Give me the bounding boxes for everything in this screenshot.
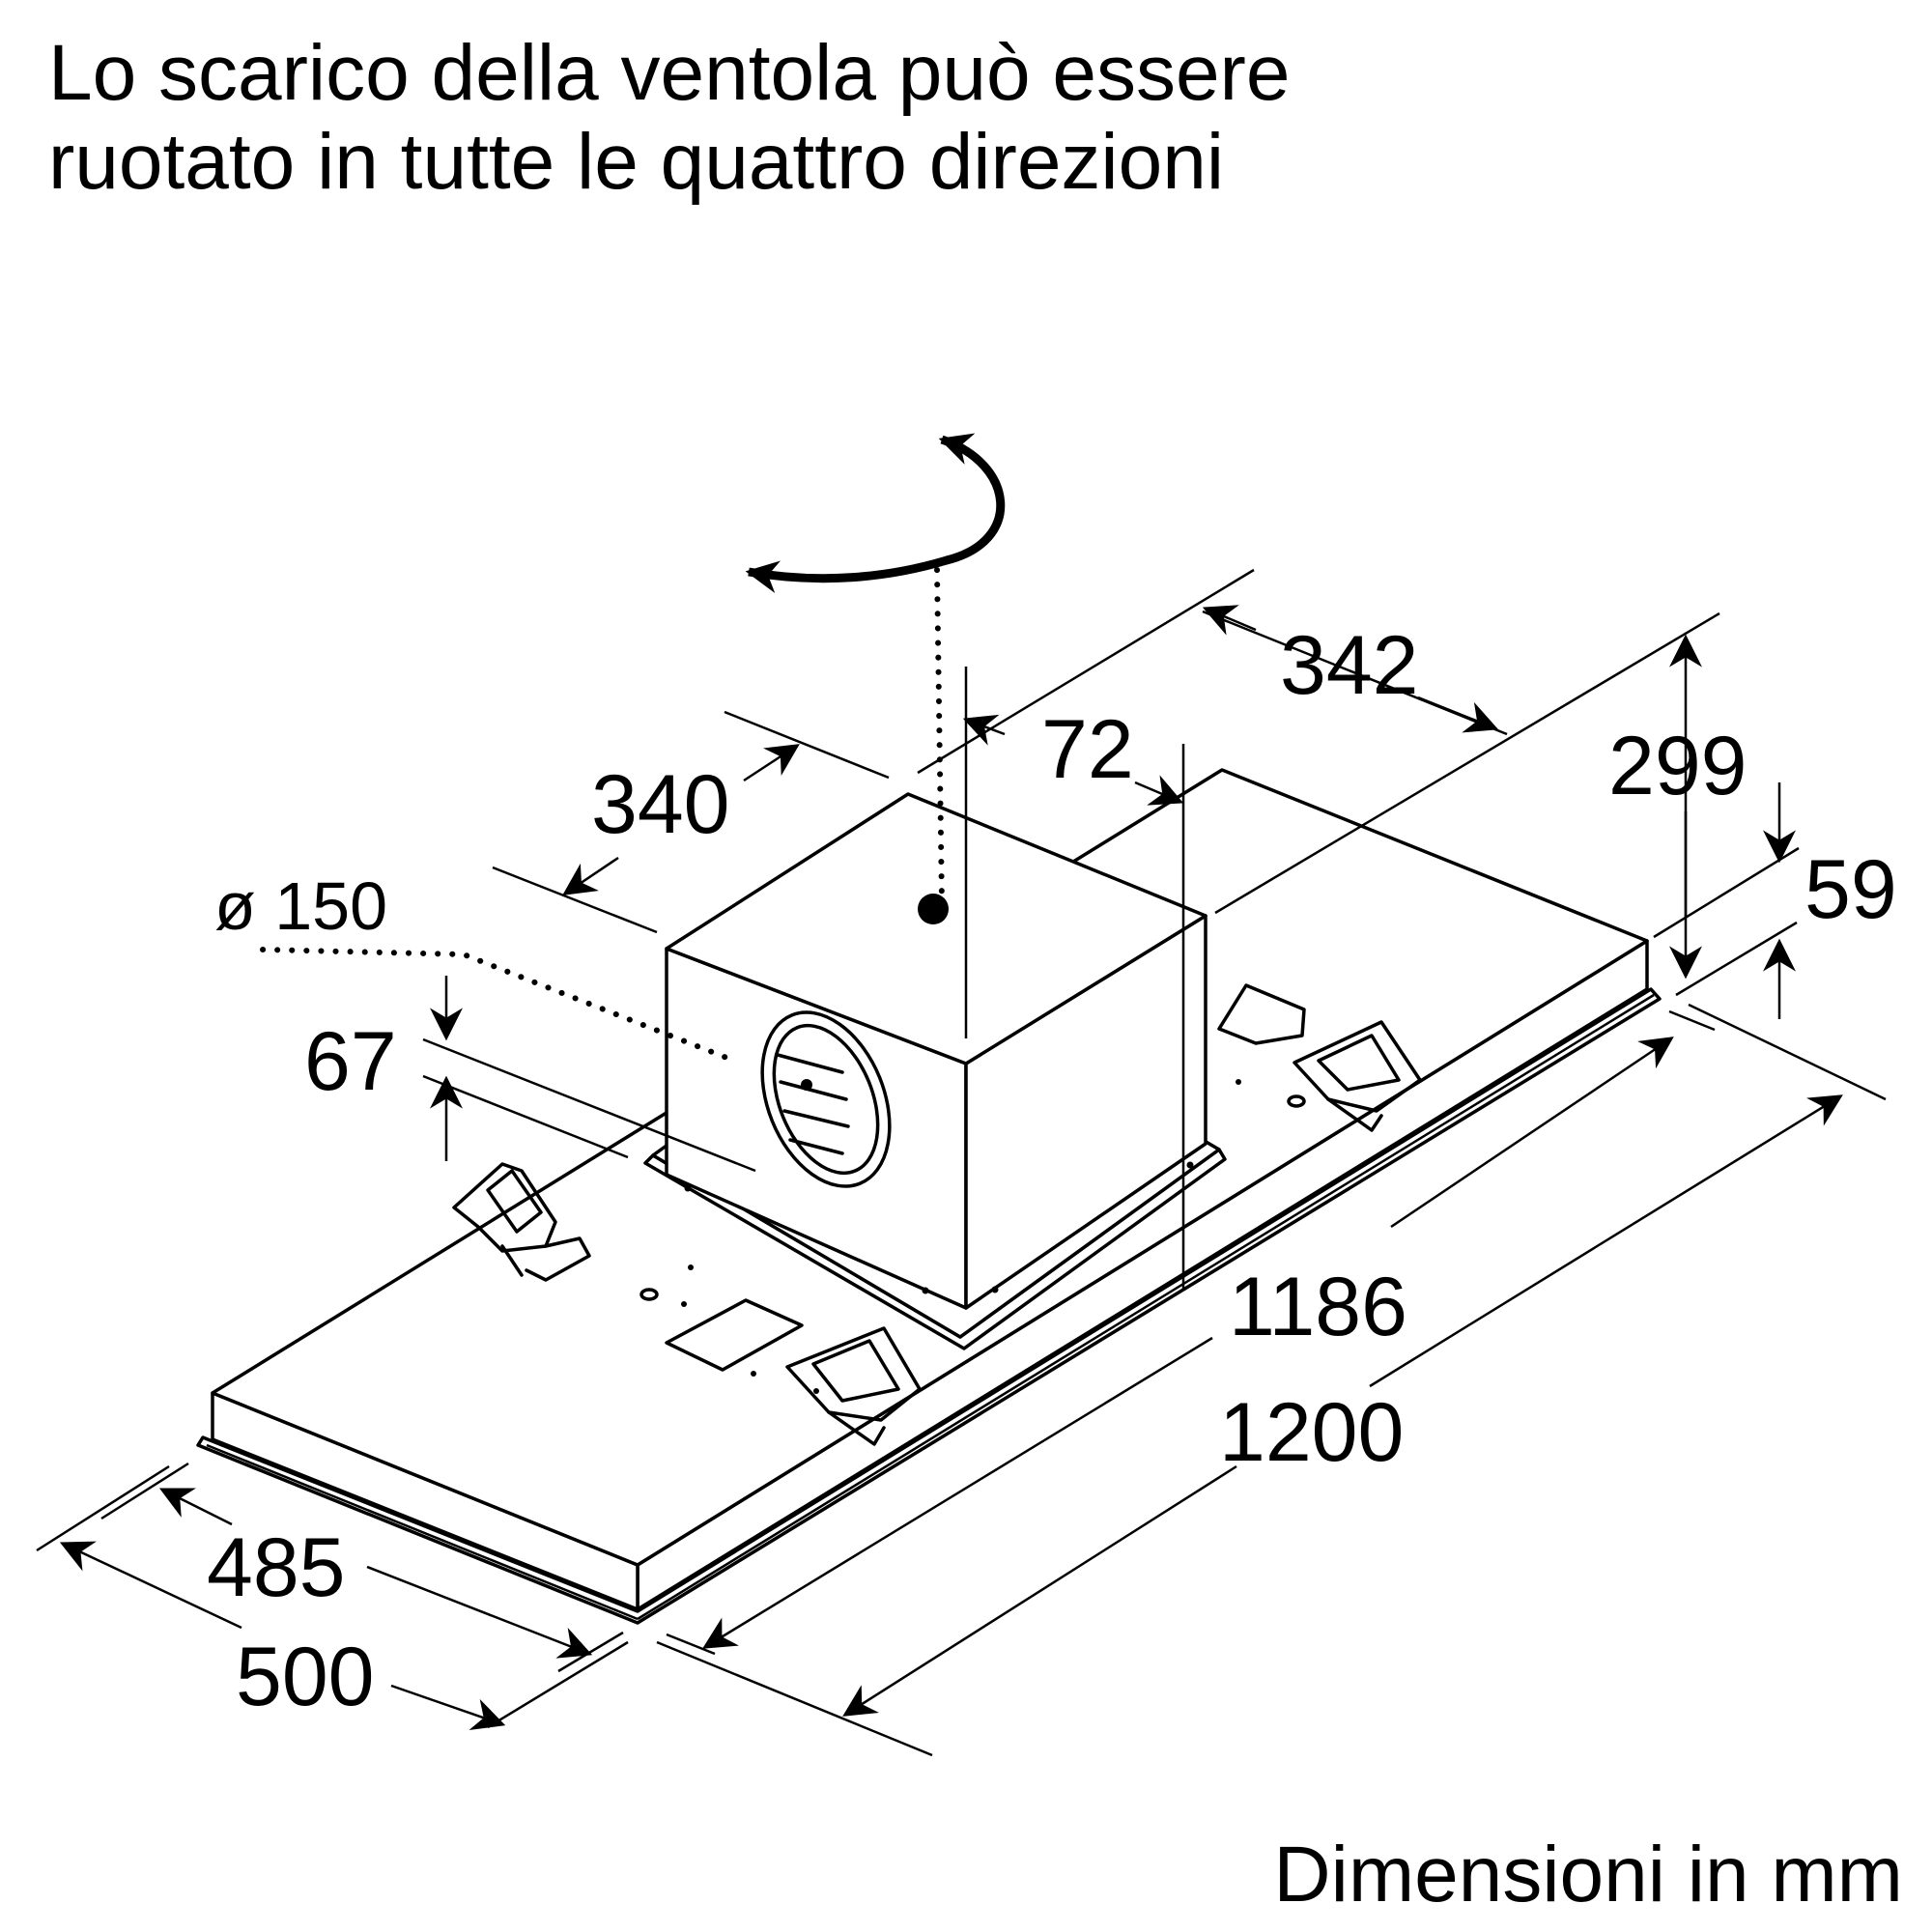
ext-1186-a <box>1668 1009 1716 1032</box>
screw-4 <box>1186 1161 1194 1169</box>
dim-72-arrow-a <box>962 714 1006 746</box>
heading-line-2: ruotato in tutte le quattro direzioni <box>48 118 1225 206</box>
hole-2 <box>688 1264 694 1270</box>
exhaust-flap-lines <box>776 1053 850 1155</box>
rotation-indicator <box>745 433 1006 924</box>
hole-3 <box>681 1301 687 1307</box>
bracket-front-slot <box>811 1339 900 1403</box>
dim-500-arrow-b <box>390 1684 506 1731</box>
heading-line-1: Lo scarico della ventola può essere <box>48 29 1291 117</box>
blower-top-face <box>665 792 1208 1065</box>
bracket-front <box>785 1326 922 1422</box>
bracket-front-arm <box>827 1410 886 1446</box>
frame-edge-left <box>206 1443 639 1621</box>
bracket-rear <box>1293 1020 1422 1113</box>
ext-340-b <box>492 866 658 934</box>
dim-340-arrow-a <box>743 744 800 782</box>
frame-edge-front <box>637 993 1655 1621</box>
dim-485-arrow-b <box>366 1565 593 1659</box>
dim-485-arrow-a <box>158 1488 233 1526</box>
hole-4 <box>1287 1094 1306 1108</box>
screw-1 <box>684 1184 692 1192</box>
ext-500-a <box>36 1464 170 1552</box>
label-67: 67 <box>304 1015 397 1108</box>
dim-1186-arrow-a <box>702 1336 1213 1649</box>
rotation-axis-line <box>934 567 945 906</box>
hood-frame <box>196 987 1662 1625</box>
label-340: 340 <box>591 758 730 851</box>
dim-1186-arrow-b <box>1390 1037 1674 1229</box>
ext-67-a <box>422 1037 756 1173</box>
mounting-brackets <box>452 983 1422 1446</box>
label-59: 59 <box>1804 843 1897 936</box>
bracket-rear-arm <box>1326 1097 1383 1132</box>
label-485: 485 <box>207 1521 346 1614</box>
diagram-heading: Lo scarico della ventola può essere ruot… <box>48 29 1690 207</box>
ext-485-a <box>100 1462 189 1520</box>
ext-67-b <box>422 1074 629 1159</box>
outlet-center-point <box>801 1079 812 1091</box>
dim-342-arrow-b <box>1417 696 1499 733</box>
label-342: 342 <box>1280 619 1419 712</box>
label-500: 500 <box>236 1631 375 1723</box>
screw-2 <box>922 1287 929 1294</box>
ext-500-b <box>487 1640 629 1729</box>
dim-342-arrow-a <box>1202 605 1257 636</box>
bracket-left-slot <box>486 1169 543 1234</box>
dimension-lines: 342 72 340 ø 150 67 299 59 <box>36 568 1897 1757</box>
units-note: Dimensioni in mm <box>1273 1831 1903 1918</box>
ext-340-a <box>724 710 890 780</box>
dim-1200-arrow-a <box>842 1464 1237 1717</box>
ext-1200-b <box>656 1640 933 1757</box>
screw-3 <box>991 1286 999 1293</box>
hole-6 <box>751 1371 756 1377</box>
blower-unit <box>643 792 1227 1350</box>
label-1200: 1200 <box>1219 1386 1404 1479</box>
label-299: 299 <box>1608 720 1747 812</box>
diameter-leader-line <box>260 947 737 1064</box>
rotation-axis-point <box>918 894 949 924</box>
hole-7 <box>813 1388 819 1394</box>
ext-299-top <box>1214 611 1720 915</box>
ext-1186-b <box>666 1633 716 1656</box>
rotation-arrow-icon <box>745 433 1006 593</box>
ext-1200-a <box>1688 1003 1887 1101</box>
ext-59-a <box>1653 846 1800 939</box>
label-1186: 1186 <box>1229 1261 1407 1353</box>
bracket-rear-slot <box>1317 1034 1401 1092</box>
dim-500-arrow-a <box>59 1541 242 1630</box>
label-outlet-diameter: ø 150 <box>214 868 387 944</box>
grease-filter-rear <box>1217 983 1306 1045</box>
dim-1200-arrow-b <box>1369 1094 1843 1388</box>
exhaust-outlet-collar <box>760 1010 892 1188</box>
hole-1 <box>639 1288 659 1301</box>
bracket-left <box>452 1162 557 1253</box>
ext-59-b <box>1675 921 1798 997</box>
exhaust-outlet-inner <box>772 1023 880 1176</box>
dim-72-arrow-b <box>1134 775 1184 806</box>
hole-5 <box>1236 1079 1241 1085</box>
dim-340-arrow-b <box>562 856 619 895</box>
grease-filter-front <box>665 1298 804 1372</box>
label-72: 72 <box>1041 703 1134 796</box>
bracket-left-arm <box>500 1236 591 1282</box>
